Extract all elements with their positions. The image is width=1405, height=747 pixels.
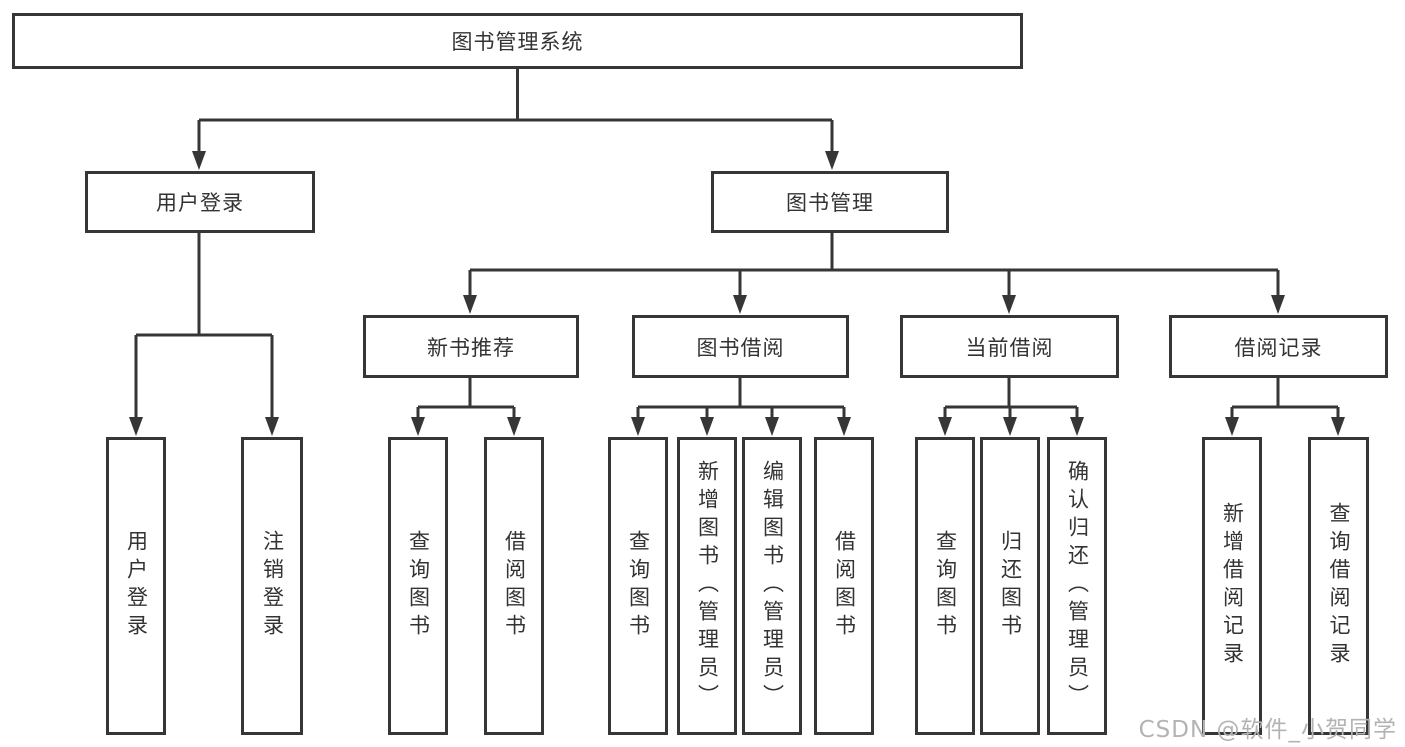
csdn-watermark: CSDN @软件_小贺同学: [1138, 717, 1397, 743]
node-label: 新书推荐: [427, 335, 515, 360]
arrow-edit-books: [765, 417, 779, 436]
arrow-book-borrowing: [733, 295, 747, 314]
node-query-books-2: 查询图书: [608, 437, 668, 735]
node-book-management: 图书管理: [711, 171, 949, 233]
node-label: 借阅图书: [832, 530, 857, 642]
arrow-add-books: [700, 417, 714, 436]
node-user-login: 用户登录: [85, 171, 315, 233]
node-query-books-3: 查询图书: [915, 437, 975, 735]
node-label: 编辑图书（管理员）: [760, 460, 785, 712]
node-label: 查询图书: [626, 530, 651, 642]
arrow-user-login: [192, 151, 206, 170]
node-add-borrow-record: 新增借阅记录: [1202, 437, 1262, 735]
node-book-borrowing: 图书借阅: [632, 315, 849, 378]
arrow-new-book-recommend: [463, 295, 477, 314]
arrow-leaf-user-login: [129, 417, 143, 436]
node-label: 查询图书: [933, 530, 958, 642]
arrowheads: [129, 151, 1345, 436]
node-label: 借阅图书: [502, 530, 527, 642]
node-label: 用户登录: [124, 530, 149, 642]
arrow-add-record: [1225, 417, 1239, 436]
node-new-book-recommend: 新书推荐: [363, 315, 579, 378]
node-label: 图书管理: [786, 191, 874, 215]
arrow-query-books-3: [938, 417, 952, 436]
node-borrow-books-2: 借阅图书: [814, 437, 874, 735]
node-leaf-user-login: 用户登录: [106, 437, 166, 735]
node-label: 新增图书（管理员）: [695, 460, 720, 712]
node-borrow-books-1: 借阅图书: [484, 437, 544, 735]
node-label: 确认归还（管理员）: [1065, 460, 1090, 712]
node-confirm-return-admin: 确认归还（管理员）: [1047, 437, 1107, 735]
node-label: 图书管理系统: [451, 30, 584, 54]
node-label: 注销登录: [260, 530, 285, 642]
arrow-borrow-books-2: [837, 417, 851, 436]
arrow-leaf-logout: [265, 417, 279, 436]
arrow-borrowing-records: [1271, 295, 1285, 314]
node-leaf-logout: 注销登录: [241, 437, 303, 735]
node-label: 用户登录: [156, 191, 244, 215]
node-edit-books-admin: 编辑图书（管理员）: [742, 437, 802, 735]
arrow-query-books-1: [411, 417, 425, 436]
node-query-borrow-record: 查询借阅记录: [1308, 437, 1369, 735]
arrow-query-record: [1331, 417, 1345, 436]
node-return-books: 归还图书: [980, 437, 1040, 735]
node-add-books-admin: 新增图书（管理员）: [677, 437, 737, 735]
node-borrowing-records: 借阅记录: [1169, 315, 1388, 378]
node-current-borrowing: 当前借阅: [900, 315, 1119, 378]
arrow-book-management: [825, 151, 839, 170]
arrow-current-borrowing: [1002, 295, 1016, 314]
node-label: 当前借阅: [965, 335, 1054, 360]
node-label: 查询借阅记录: [1327, 502, 1351, 670]
node-label: 图书借阅: [696, 335, 785, 360]
arrow-borrow-books-1: [507, 417, 521, 436]
node-label: 归还图书: [998, 530, 1023, 642]
node-label: 借阅记录: [1234, 335, 1323, 360]
arrow-query-books-2: [631, 417, 645, 436]
arrow-return-books: [1003, 417, 1017, 436]
node-label: 查询图书: [406, 530, 431, 642]
node-label: 新增借阅记录: [1220, 502, 1245, 670]
arrow-confirm-return: [1070, 417, 1084, 436]
node-root: 图书管理系统: [12, 13, 1023, 69]
node-query-books-1: 查询图书: [388, 437, 448, 735]
